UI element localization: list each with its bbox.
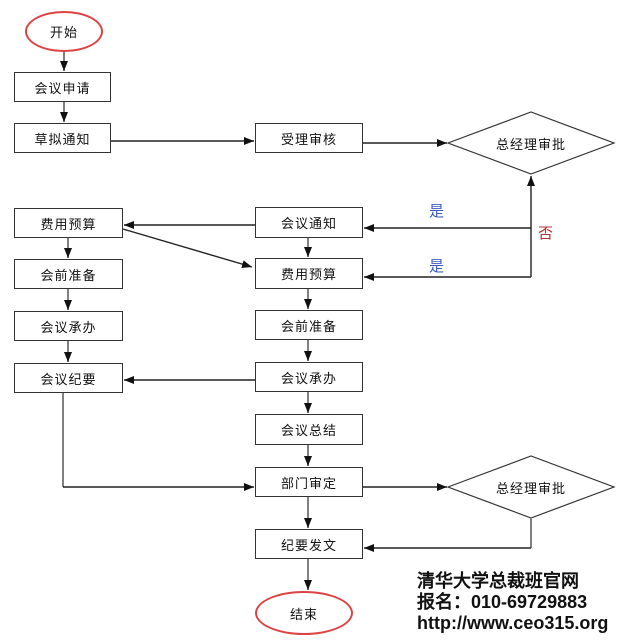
edge-label-no: 否	[538, 225, 554, 242]
node-preparation-mid: 会前准备	[255, 310, 363, 340]
gm-approval-bottom-diamond	[446, 455, 616, 519]
gm-approval-top-diamond	[446, 111, 616, 175]
edge-label-yes-top: 是	[429, 203, 445, 220]
node-minutes-left: 会议纪要	[14, 363, 123, 393]
node-meeting-notice: 会议通知	[255, 207, 363, 238]
node-budget-left: 费用预算	[14, 208, 123, 238]
node-undertake-left: 会议承办	[14, 311, 123, 341]
node-meeting-application: 会议申请	[14, 72, 111, 102]
node-draft-notice: 草拟通知	[14, 123, 111, 153]
edge-label-yes-bottom: 是	[429, 258, 445, 275]
node-meeting-summary: 会议总结	[255, 414, 363, 445]
node-undertake-mid: 会议承办	[255, 362, 363, 392]
footer-website-url: http://www.ceo315.org	[417, 613, 609, 633]
terminator-start: 开始	[25, 11, 103, 52]
footer-watermark: 清华大学总裁班官网 报名：010-69729883 http://www.ceo…	[417, 571, 608, 634]
node-budget-mid: 费用预算	[255, 258, 363, 289]
node-accept-review: 受理审核	[255, 123, 363, 153]
footer-site-name: 清华大学总裁班官网	[417, 571, 579, 591]
footer-enroll-phone: 报名：010-69729883	[417, 592, 588, 612]
node-preparation-left: 会前准备	[14, 259, 123, 289]
node-dept-review: 部门审定	[255, 467, 363, 497]
decision-gm-approval-top: 总经理审批	[495, 136, 566, 152]
node-minutes-publish: 纪要发文	[255, 529, 363, 559]
terminator-end: 结束	[255, 591, 353, 635]
decision-gm-approval-bottom: 总经理审批	[495, 480, 566, 496]
